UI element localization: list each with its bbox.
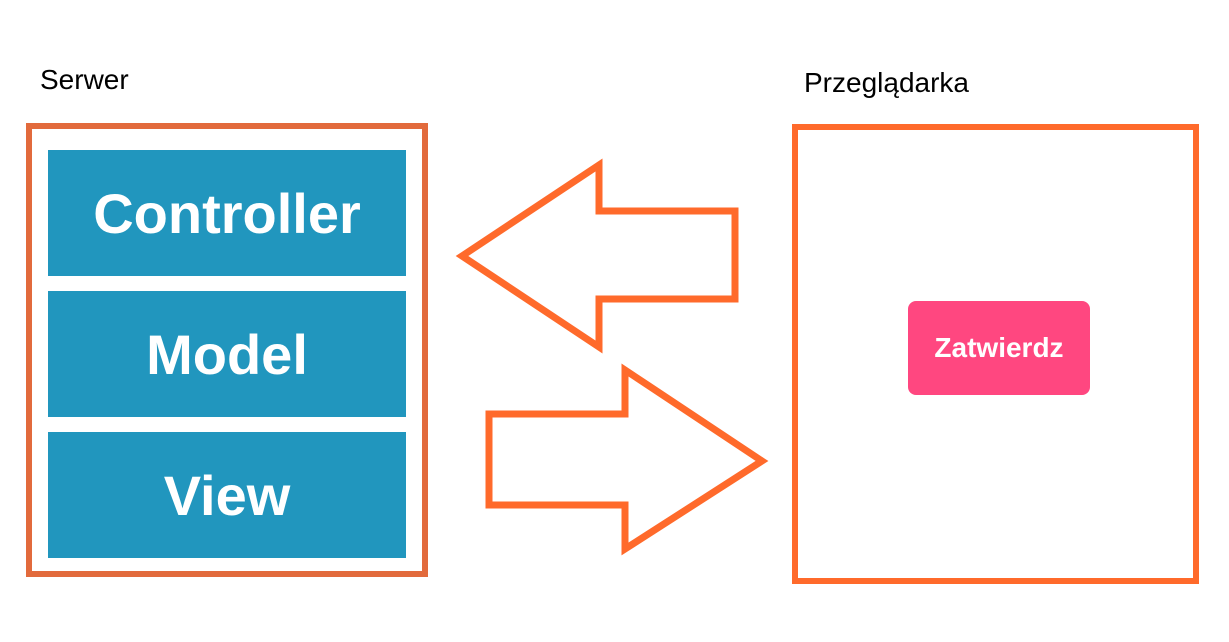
browser-frame (792, 124, 1199, 584)
server-frame (26, 123, 428, 577)
model-layer: Model (48, 291, 406, 417)
view-layer: View (48, 432, 406, 558)
submit-button[interactable]: Zatwierdz (908, 301, 1090, 395)
controller-layer: Controller (48, 150, 406, 276)
response-arrow-right (485, 363, 769, 556)
server-label: Serwer (40, 64, 129, 95)
request-arrow-left (455, 158, 739, 354)
browser-label: Przeglądarka (804, 67, 969, 98)
